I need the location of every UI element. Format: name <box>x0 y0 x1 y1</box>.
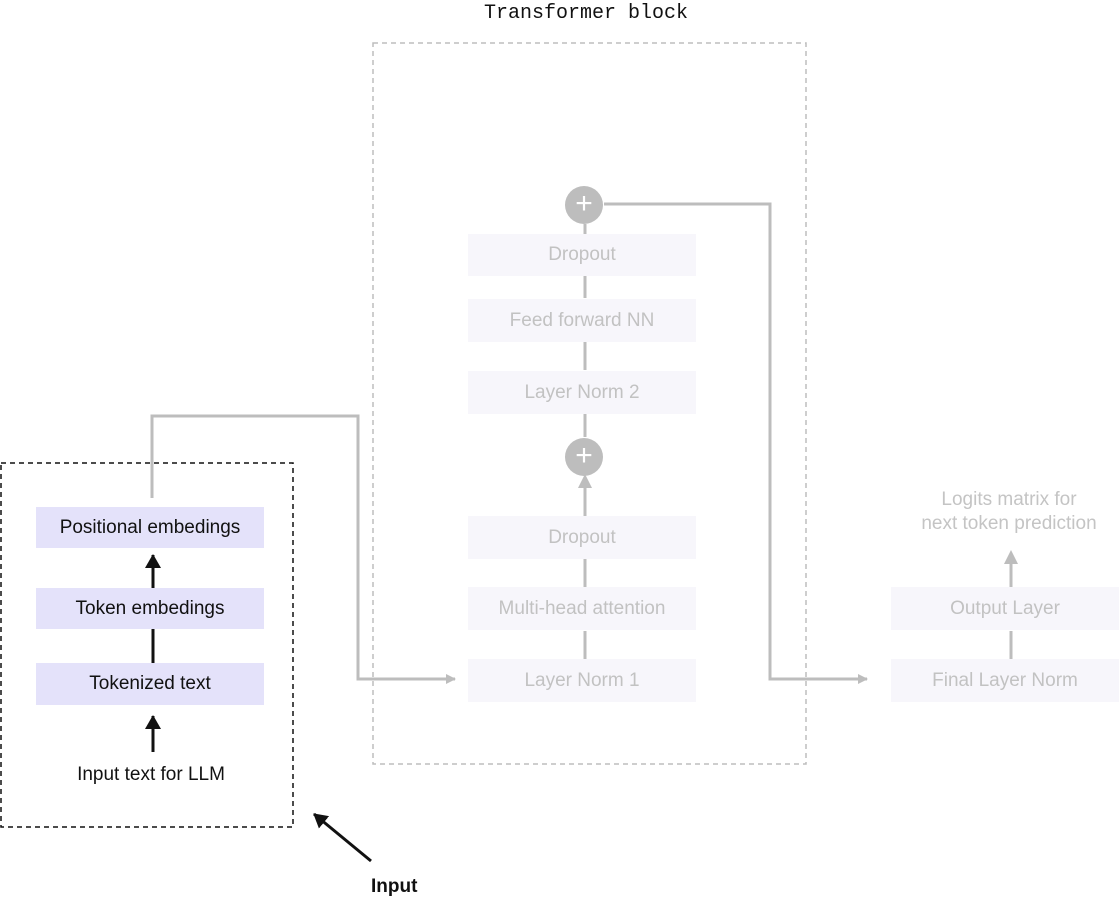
residual-add-1-icon: + <box>565 438 603 476</box>
layer-norm-2-box: Layer Norm 2 <box>468 371 696 414</box>
layer-norm-1-box: Layer Norm 1 <box>468 659 696 702</box>
input-text-label: Input text for LLM <box>77 764 225 785</box>
residual-add-2-icon: + <box>565 186 603 224</box>
logits-caption: Logits matrix for next token prediction <box>889 488 1119 536</box>
logits-caption-line-1: Logits matrix for <box>941 489 1077 510</box>
arrow-input-label-pointer <box>313 812 372 863</box>
dropout-1-box: Dropout <box>468 516 696 559</box>
diagram-title: Transformer block <box>483 2 689 25</box>
connector-add2-to-final-norm <box>604 202 868 684</box>
feed-forward-box: Feed forward NN <box>468 299 696 342</box>
dropout-2-box: Dropout <box>468 234 696 276</box>
positional-embeddings-box: Positional embedings <box>36 507 264 548</box>
output-layer-box: Output Layer <box>891 587 1119 630</box>
tokenized-text-box: Tokenized text <box>36 663 264 705</box>
token-embeddings-box: Token embedings <box>36 588 264 629</box>
connector-positional-to-layernorm1 <box>150 414 456 684</box>
multi-head-attention-box: Multi-head attention <box>468 587 696 630</box>
final-layer-norm-box: Final Layer Norm <box>891 659 1119 702</box>
logits-caption-line-2: next token prediction <box>921 513 1097 534</box>
input-section-frame <box>0 462 294 828</box>
transformer-block-frame <box>372 42 807 765</box>
input-label: Input <box>371 876 418 897</box>
